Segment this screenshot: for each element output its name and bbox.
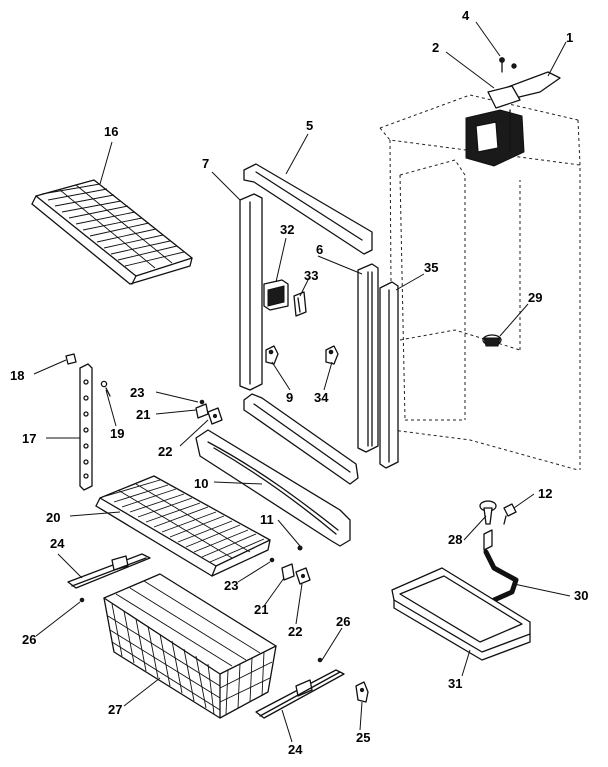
thermostat-32 (263, 279, 289, 311)
callout-11: 11 (260, 512, 274, 527)
callout-7: 7 (202, 156, 209, 171)
lower-rail (243, 393, 359, 485)
callout-23-upper: 23 (130, 385, 144, 400)
screw-19 (100, 380, 111, 397)
leg-29 (482, 334, 502, 347)
callout-31: 31 (448, 676, 462, 691)
clip-18 (65, 353, 77, 365)
callout-30: 30 (574, 588, 588, 603)
hinge-pin-plate (487, 85, 521, 109)
callout-34: 34 (314, 390, 329, 405)
callout-23-lower: 23 (224, 578, 238, 593)
bracket-21-upper (195, 403, 209, 419)
top-rail-5 (243, 163, 373, 255)
left-breaker-7 (239, 193, 263, 391)
callout-16: 16 (104, 124, 118, 139)
cabinet-outline (379, 94, 581, 471)
callout-17: 17 (22, 431, 36, 446)
wire-shelf-16 (31, 179, 193, 285)
callout-6: 6 (316, 242, 323, 257)
callout-1: 1 (566, 30, 573, 45)
callout-24-lower: 24 (288, 742, 303, 757)
bottom-cover-10 (195, 429, 351, 547)
callout-19: 19 (110, 426, 124, 441)
callout-33: 33 (304, 268, 318, 283)
callout-22-upper: 22 (158, 444, 172, 459)
callout-27: 27 (108, 702, 122, 717)
clip-34 (325, 345, 339, 365)
callout-labels: 1 2 4 5 6 7 9 10 11 12 16 17 18 19 20 21… (10, 8, 588, 757)
callout-20: 20 (46, 510, 60, 525)
screw-26-right (317, 657, 323, 663)
callout-2: 2 (432, 40, 439, 55)
callout-26-left: 26 (22, 632, 36, 647)
clip-9 (265, 345, 279, 365)
callout-21-upper: 21 (136, 407, 150, 422)
bracket-21-lower (281, 563, 295, 581)
callout-29: 29 (528, 290, 542, 305)
screw-23-lower (269, 557, 275, 563)
callout-25: 25 (356, 730, 370, 745)
top-hinge-assembly (465, 57, 561, 167)
shelf-ladder-17 (79, 363, 93, 491)
callout-22-lower: 22 (288, 624, 302, 639)
callout-32: 32 (280, 222, 294, 237)
clip-25 (355, 681, 369, 703)
callout-24-upper: 24 (50, 536, 65, 551)
plug-28 (479, 500, 497, 525)
bracket-22-lower (295, 567, 311, 585)
callout-18: 18 (10, 368, 24, 383)
screw-12 (503, 503, 517, 525)
callout-26-right: 26 (336, 614, 350, 629)
callout-28: 28 (448, 532, 462, 547)
callout-21-lower: 21 (254, 602, 268, 617)
drain-tube-30 (483, 529, 519, 603)
callout-9: 9 (286, 390, 293, 405)
drain-pan-31 (391, 567, 531, 661)
wire-basket-27 (103, 573, 277, 719)
screw-11 (297, 545, 303, 551)
callout-12: 12 (538, 486, 552, 501)
wire-shelf-20 (95, 475, 271, 577)
slide-rail-24-upper (67, 553, 151, 589)
right-breaker-6 (357, 263, 379, 453)
screw-26-left (79, 597, 85, 603)
part-33 (293, 291, 307, 317)
slide-rail-24-lower (255, 669, 345, 719)
callout-5: 5 (306, 118, 313, 133)
bracket-22-upper (207, 407, 223, 425)
callout-10: 10 (194, 476, 208, 491)
leader-lines (33, 21, 571, 743)
callout-35: 35 (424, 260, 438, 275)
callout-4: 4 (462, 8, 470, 23)
strip-35 (379, 281, 399, 469)
screw-23-upper (199, 399, 205, 405)
